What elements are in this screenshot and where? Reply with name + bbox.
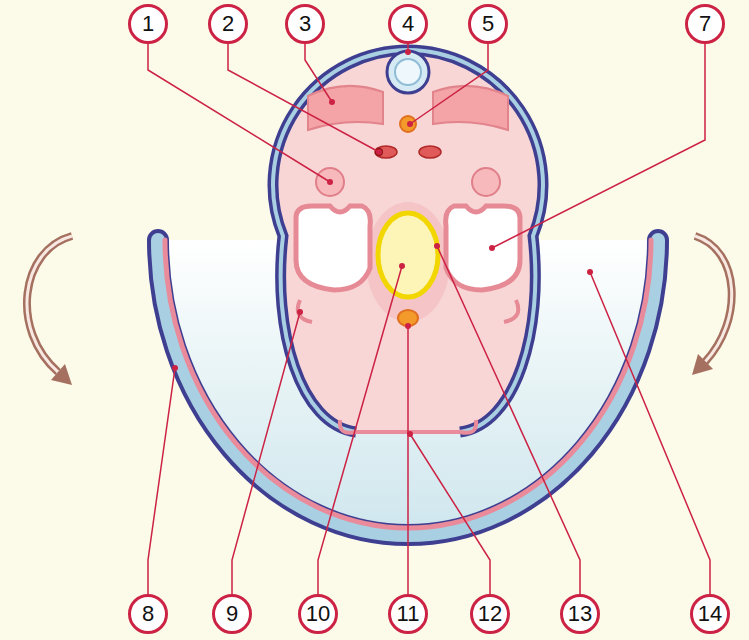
leader-dot (329, 99, 335, 105)
callout-circle: 8 (128, 594, 168, 634)
mesentery (366, 202, 450, 322)
intermediate-mesoderm (316, 168, 344, 196)
callout-number: 1 (142, 13, 154, 35)
leader-line (232, 312, 300, 614)
lateral-fold (298, 300, 312, 322)
arrow-head (692, 354, 713, 375)
callout-number: 5 (482, 13, 494, 35)
leader-line (492, 24, 705, 248)
aorta (375, 146, 397, 158)
fold-hook (460, 420, 476, 433)
callout-circle: 7 (685, 4, 725, 44)
rotation-arrow (695, 236, 732, 362)
callout-circle: 3 (285, 4, 325, 44)
leader-dots (172, 49, 593, 437)
callout-circle: 4 (388, 4, 428, 44)
leader-dot (297, 309, 303, 315)
notochord (400, 116, 416, 132)
aorta (419, 146, 441, 158)
leader-dot (587, 269, 593, 275)
leader-dot (376, 149, 382, 155)
leader-dot (172, 365, 178, 371)
leader-dot (399, 263, 405, 269)
neural-tube (387, 51, 429, 93)
callout-circle: 10 (298, 594, 338, 634)
leader-dot (327, 179, 333, 185)
intermediate-mesoderm (472, 168, 500, 196)
lateral-fold (504, 300, 518, 322)
fold-hook (340, 420, 356, 433)
leader-dot (489, 245, 495, 251)
rotation-arrow (27, 236, 72, 372)
leader-dot (434, 243, 440, 249)
callout-circle: 11 (388, 594, 428, 634)
leader-line (148, 368, 175, 614)
callout-number: 3 (299, 13, 311, 35)
leader-dot (405, 49, 411, 55)
gut (378, 213, 438, 297)
leader-line (407, 326, 409, 614)
somite (308, 86, 383, 130)
coelom (446, 206, 520, 290)
callout-number: 10 (306, 603, 330, 625)
leader-dot (407, 431, 413, 437)
neural-canal (395, 59, 421, 85)
leader-line (437, 246, 580, 614)
callout-circle: 9 (212, 594, 252, 634)
callout-number: 8 (142, 603, 154, 625)
callout-circle: 13 (560, 594, 600, 634)
callout-circle: 14 (690, 594, 730, 634)
leader-line (410, 434, 490, 614)
arrow-head (51, 364, 72, 385)
callout-number: 7 (699, 13, 711, 35)
callout-number: 13 (568, 603, 592, 625)
callout-number: 4 (402, 13, 414, 35)
callout-circle: 12 (470, 594, 510, 634)
aorta-mark (375, 148, 383, 156)
callout-circle: 5 (468, 4, 508, 44)
callout-number: 12 (478, 603, 502, 625)
leader-dot (405, 323, 411, 329)
coelom (296, 206, 370, 290)
leader-line (148, 24, 330, 182)
leader-line (318, 266, 402, 614)
callout-circle: 2 (208, 4, 248, 44)
callout-number: 11 (397, 603, 420, 625)
callout-number: 9 (226, 603, 238, 625)
leader-dot (407, 121, 413, 127)
callout-number: 14 (698, 603, 722, 625)
leader-lines (148, 24, 710, 614)
rotation-arrow (27, 236, 72, 372)
callout-number: 2 (222, 13, 234, 35)
callout-circle: 1 (128, 4, 168, 44)
somite (433, 86, 508, 130)
rotation-arrow (695, 236, 732, 362)
leader-line (590, 272, 710, 614)
